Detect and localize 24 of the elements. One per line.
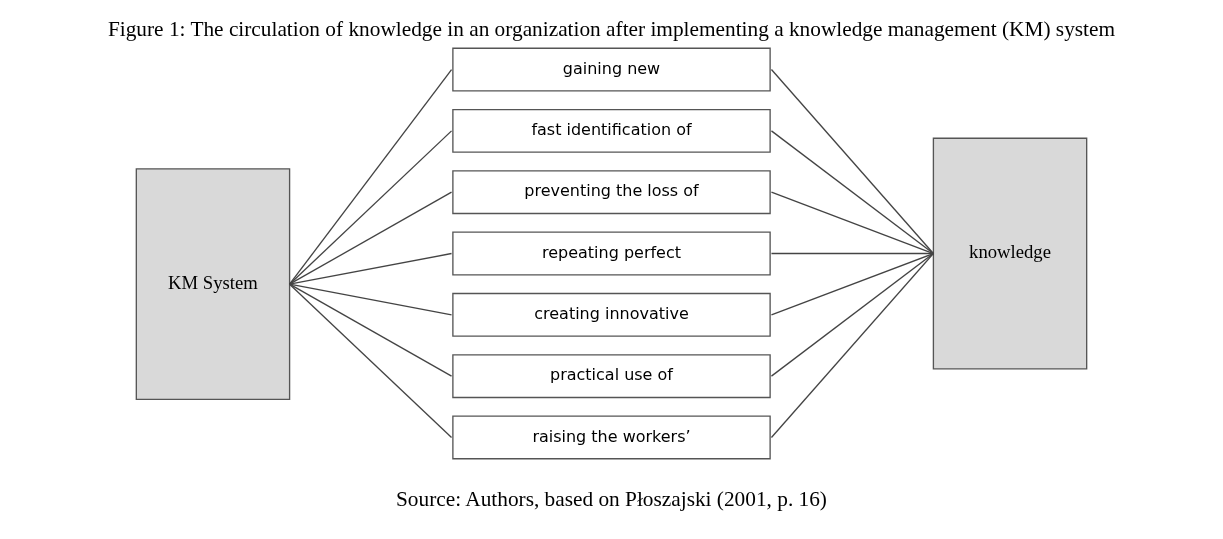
connector: [770, 252, 935, 316]
connector: [288, 68, 453, 285]
connector: [288, 130, 453, 285]
caption: Source: Authors, based on Płoszajski (2001, p. 16): [396, 487, 827, 512]
node-box: raising the workers’: [452, 415, 771, 460]
node-box: creating innovative: [452, 292, 771, 337]
connector: [288, 283, 453, 377]
node-box: repeating perfect: [452, 231, 771, 276]
connector: [770, 191, 935, 255]
connector: [288, 252, 453, 285]
connector: [770, 130, 935, 255]
connector: [770, 252, 935, 439]
node-box: gaining new: [452, 47, 771, 92]
connector: [288, 283, 453, 439]
node-box: KM System: [135, 168, 291, 401]
connector: [288, 191, 453, 285]
connector: [770, 68, 935, 255]
node-box: practical use of: [452, 354, 771, 399]
node-box: preventing the loss of: [452, 170, 771, 215]
node-box: knowledge: [932, 137, 1088, 370]
diagram-title: Figure 1: The circulation of knowledge in an organization after implementing a knowledge management (KM) system: [107, 16, 1116, 41]
node-box: fast identification of: [452, 108, 771, 153]
connector: [770, 252, 935, 377]
connector: [770, 252, 935, 255]
